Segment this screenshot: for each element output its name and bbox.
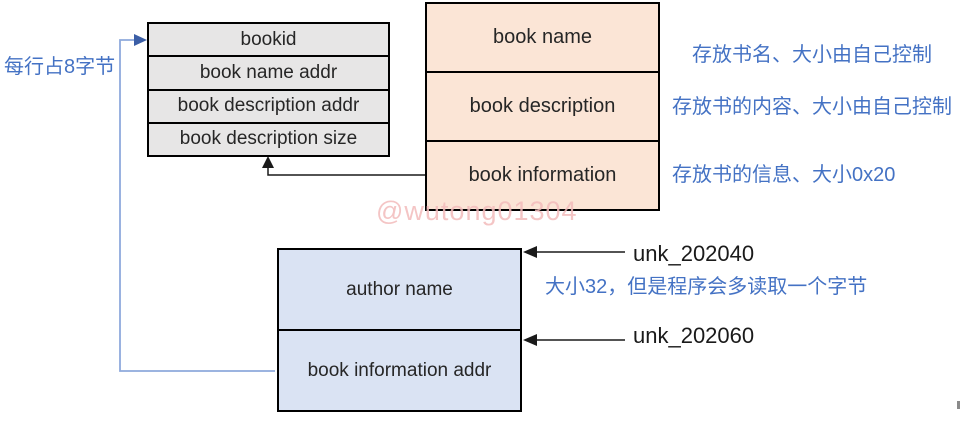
- bytes-per-row-note: 每行占8字节: [4, 56, 116, 78]
- stray-mark: [957, 401, 960, 409]
- book-info-to-struct-arrow: [262, 156, 425, 176]
- book-description-note: 存放书的内容、大小由自己控制: [672, 96, 952, 118]
- book-data-table: book name book description book informat…: [425, 2, 660, 211]
- unk-202040-arrow: [523, 246, 625, 258]
- struct-row-bookid: bookid: [149, 24, 388, 58]
- author-size-note: 大小32，但是程序会多读取一个字节: [545, 276, 868, 298]
- book-row-description: book description: [427, 73, 658, 142]
- book-information-note: 存放书的信息、大小0x20: [672, 164, 896, 186]
- book-row-information: book information: [427, 142, 658, 209]
- author-row-book-information-addr: book information addr: [279, 331, 520, 410]
- book-row-name: book name: [427, 4, 658, 73]
- book-name-note: 存放书名、大小由自己控制: [692, 44, 932, 66]
- author-table: author name book information addr: [277, 248, 522, 412]
- unk-202060-arrow: [523, 334, 625, 346]
- struct-row-book-name-addr: book name addr: [149, 57, 388, 91]
- struct-row-book-description-addr: book description addr: [149, 90, 388, 124]
- address-label-unk-202040: unk_202040: [633, 241, 755, 266]
- watermark: @wutong01304: [376, 196, 578, 226]
- book-struct-table: bookid book name addr book description a…: [147, 22, 390, 157]
- struct-row-book-description-size: book description size: [149, 123, 388, 155]
- address-label-unk-202060: unk_202060: [633, 323, 755, 348]
- author-row-name: author name: [279, 250, 520, 331]
